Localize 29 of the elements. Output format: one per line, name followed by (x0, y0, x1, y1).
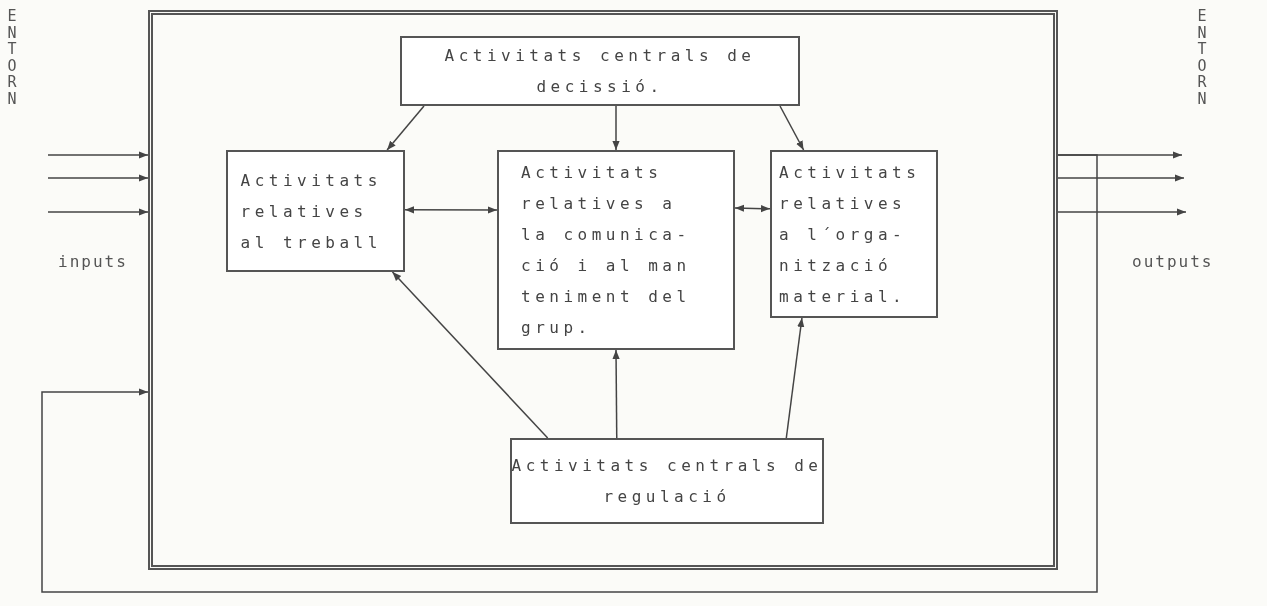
arrow (47, 174, 149, 182)
activity-box (510, 438, 824, 524)
box-text: Activitats relatives a la comunica- ció i al man teniment del grup. (521, 162, 692, 339)
arrow (1057, 174, 1185, 182)
arrow (47, 151, 149, 159)
activity-box (497, 150, 735, 350)
box-text: Activitats relatives al treball (240, 169, 383, 254)
arrow (41, 154, 1098, 593)
activity-box (770, 150, 938, 318)
arrow (612, 349, 620, 439)
system-frame (148, 10, 1058, 570)
box-text: Activitats centrals de decissió. (443, 45, 757, 98)
flow-label: inputs (58, 251, 128, 273)
box-text: Activitats centrals de regulació (510, 455, 824, 508)
arrow (785, 317, 805, 439)
vertical-label: ENTORN (1192, 8, 1212, 112)
box-text: Activitats relatives a l´orga- nització material. (779, 161, 922, 308)
arrow (404, 206, 498, 214)
arrow (734, 204, 771, 213)
activity-box (226, 150, 405, 272)
arrow (386, 105, 425, 151)
arrow (779, 105, 805, 151)
arrow (612, 105, 620, 151)
activity-box (400, 36, 800, 106)
flow-label: outputs (1132, 251, 1214, 273)
vertical-label: ENTORN (2, 8, 22, 112)
arrow (47, 208, 149, 216)
arrow (391, 271, 549, 439)
arrow (1057, 208, 1187, 216)
